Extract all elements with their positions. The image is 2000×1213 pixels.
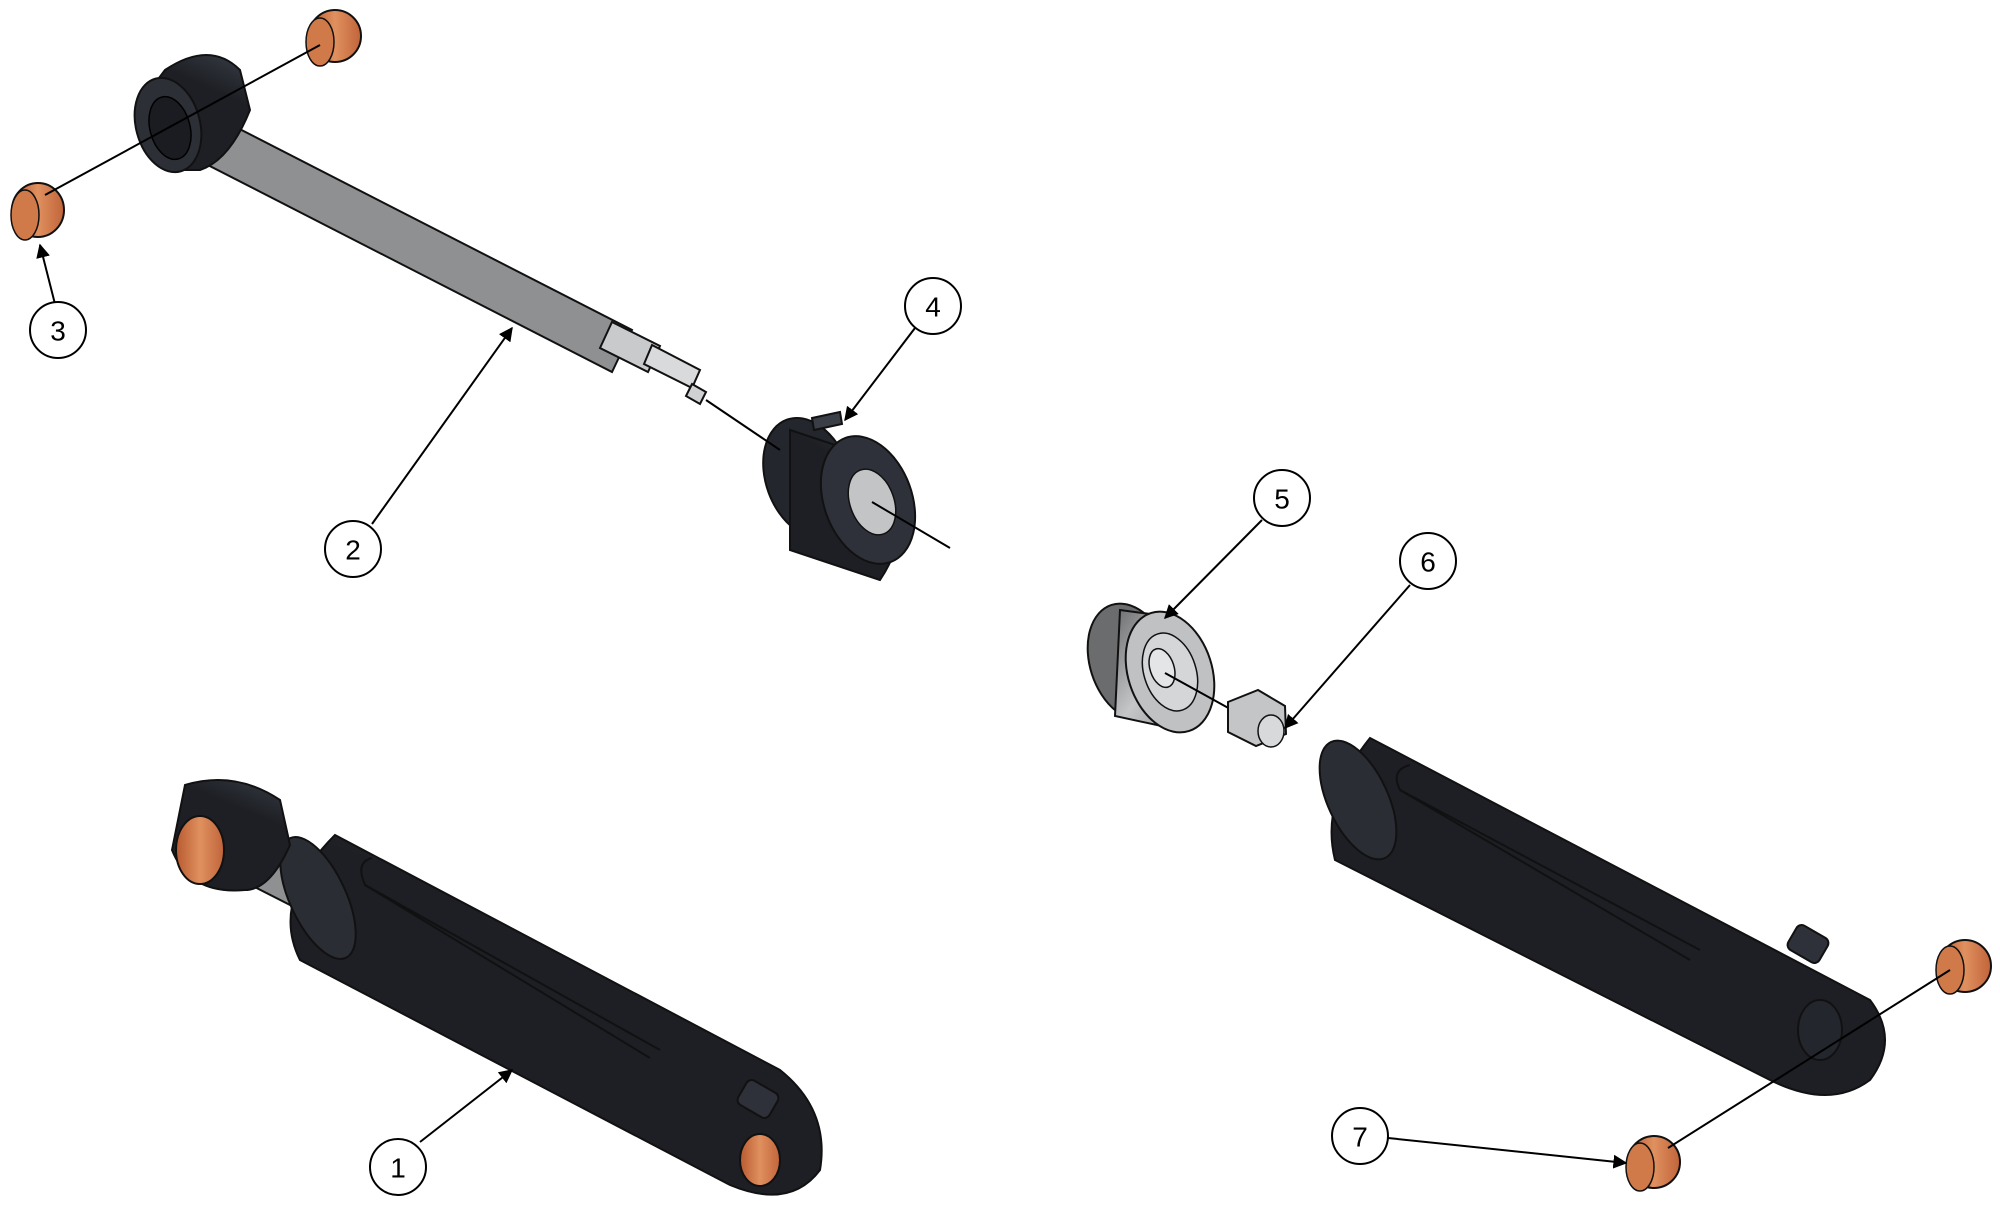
callout-balloon-2: 2 xyxy=(324,520,382,578)
callout-label-7: 7 xyxy=(1352,1122,1368,1153)
barrel-part xyxy=(1318,736,1886,1096)
leader-1 xyxy=(419,1069,514,1143)
callout-label-2: 2 xyxy=(345,535,361,566)
assembled-cylinder-part xyxy=(170,779,823,1196)
bushing-part-3b xyxy=(10,182,65,241)
leader-2 xyxy=(371,326,513,525)
callout-balloon-1: 1 xyxy=(369,1138,427,1196)
callout-balloon-4: 4 xyxy=(904,277,962,335)
bushing-part-7b xyxy=(1625,1135,1681,1192)
callout-balloon-6: 6 xyxy=(1399,532,1457,590)
callout-balloon-7: 7 xyxy=(1331,1107,1389,1165)
lock-nut-part xyxy=(1227,688,1288,748)
leader-7 xyxy=(1387,1137,1628,1169)
callout-label-4: 4 xyxy=(925,292,941,323)
callout-balloon-3: 3 xyxy=(29,301,87,359)
bushing-part-7a xyxy=(1935,939,1992,995)
piston-rod-part xyxy=(133,54,708,406)
gland-part xyxy=(762,410,917,582)
leader-4 xyxy=(844,327,916,422)
callout-label-6: 6 xyxy=(1420,547,1436,578)
bushing-part-3a xyxy=(305,9,362,67)
callout-label-5: 5 xyxy=(1274,484,1290,515)
callout-balloon-5: 5 xyxy=(1253,469,1311,527)
callout-label-1: 1 xyxy=(390,1153,406,1184)
piston-part xyxy=(1086,602,1216,734)
callout-label-3: 3 xyxy=(50,316,66,347)
leader-6 xyxy=(1284,584,1411,730)
leader-5 xyxy=(1164,519,1263,619)
leader-3 xyxy=(36,243,56,305)
